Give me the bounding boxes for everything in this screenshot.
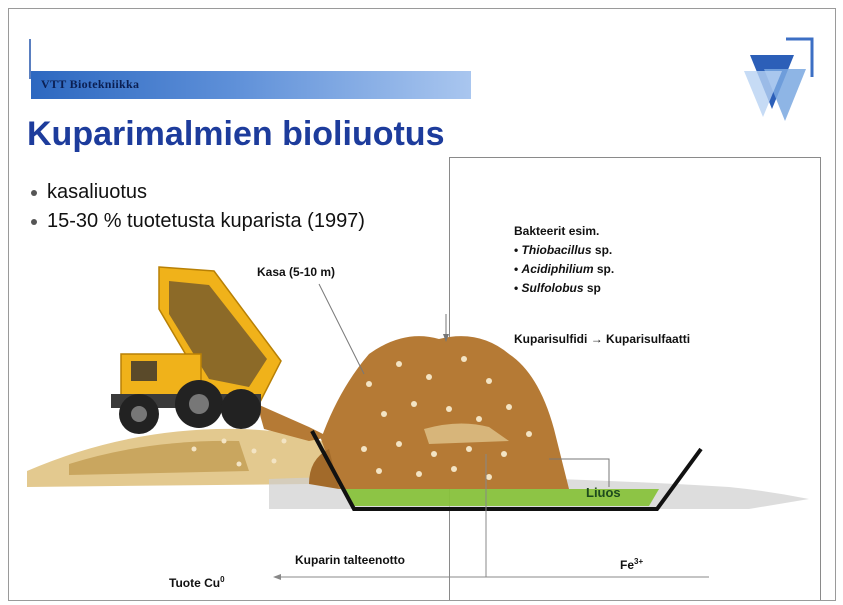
ore-heap [321,336,569,489]
bacteria-item: • Thiobacillus sp. [514,241,614,260]
dump-truck-icon [111,267,329,441]
bacteria-heading: Bakteerit esim. [514,222,614,241]
slide: VTT Biotekniikka Kuparimalmien bioliuotu… [8,8,836,601]
reaction-arrow-icon: → [591,332,603,346]
bacteria-list: • Thiobacillus sp. • Acidiphilium sp. • … [514,241,614,298]
reaction-label: Kuparisulfidi → Kuparisulfaatti [514,332,690,346]
product-label: Tuote Cu0 [169,575,225,590]
bacteria-item: • Acidiphilium sp. [514,260,614,279]
heap-leaching-illustration [9,9,835,600]
copper-recovery-label: Kuparin talteenotto [295,553,405,567]
solution-label: Liuos [586,485,621,500]
bacteria-block: Bakteerit esim. • Thiobacillus sp. • Aci… [514,222,614,298]
iron-ion-label: Fe3+ [620,557,643,572]
bacteria-item: • Sulfolobus sp [514,279,614,298]
reaction-from: Kuparisulfidi [514,332,587,346]
reaction-to: Kuparisulfaatti [606,332,690,346]
heap-height-label: Kasa (5-10 m) [257,265,335,279]
